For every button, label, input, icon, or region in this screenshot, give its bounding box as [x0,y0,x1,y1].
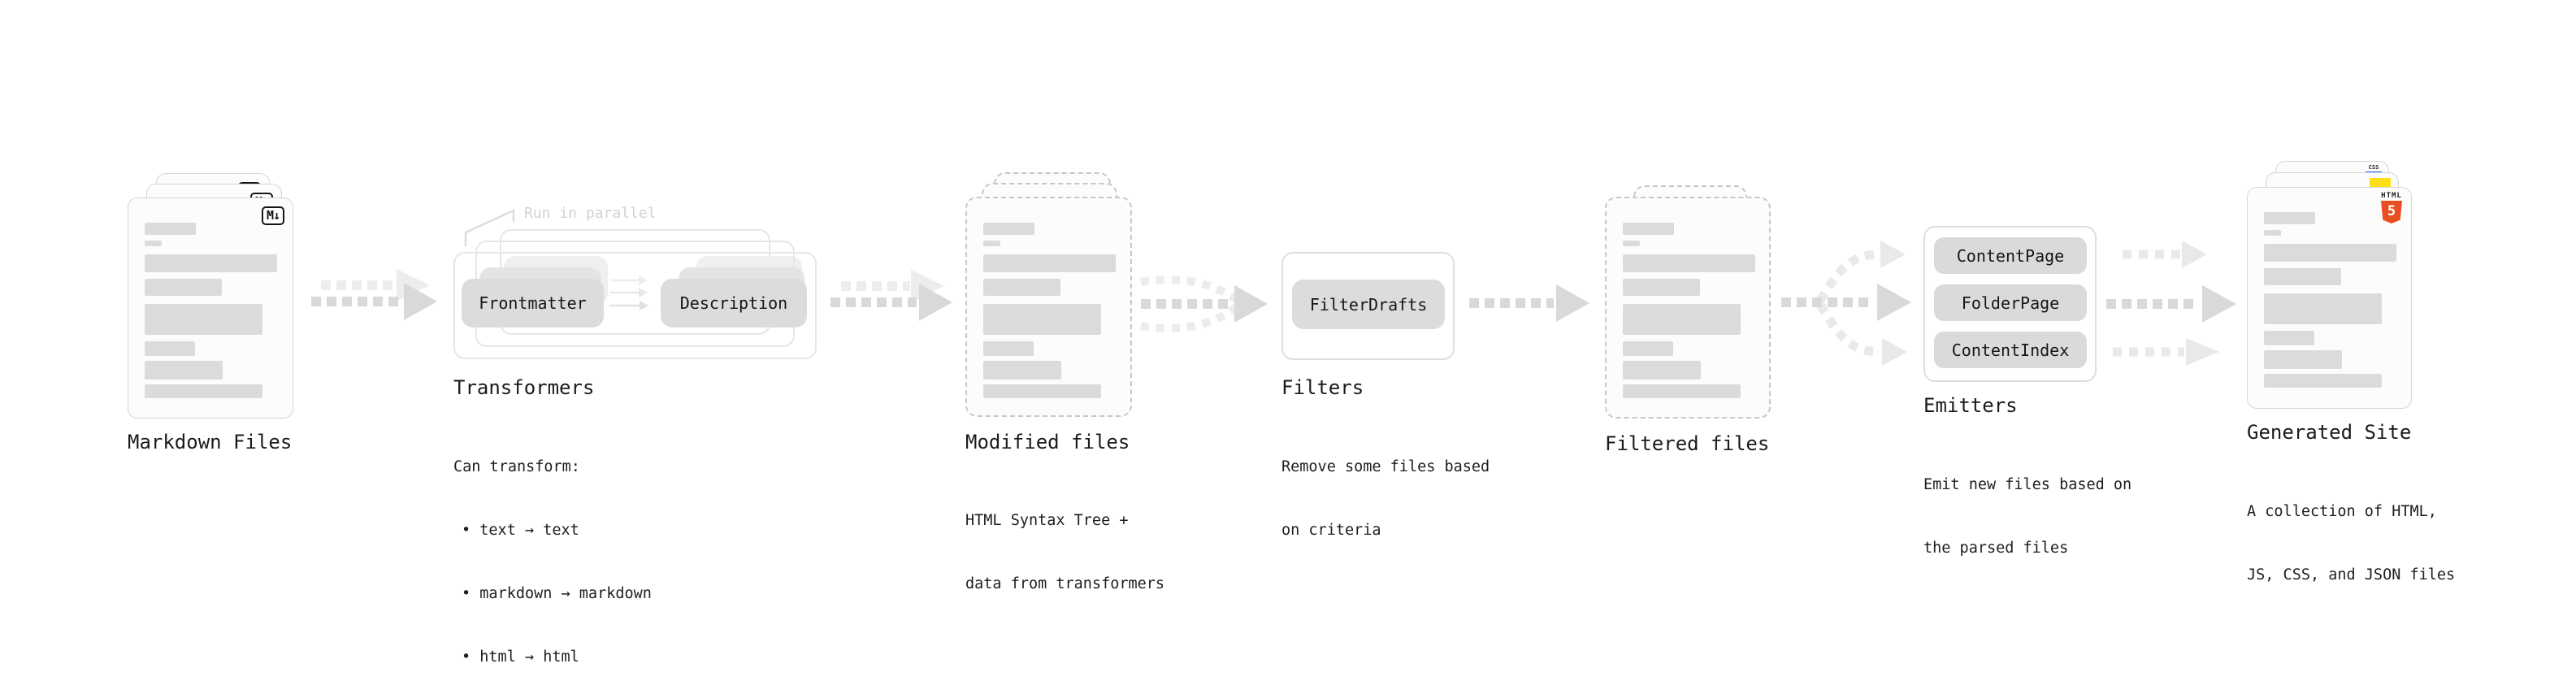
text-placeholder-bar [2264,374,2382,388]
caption-line: Can transform: [453,458,580,475]
generated-html-card: HTML 5 [2247,187,2412,409]
text-placeholder-bar [983,279,1060,296]
arrow-filters-to-filtered [1469,284,1589,322]
text-placeholder-bar [145,254,277,272]
emitters-caption: Emit new files based on the parsed files [1923,432,2131,601]
text-placeholder-bar [145,361,223,380]
text-placeholder-bar [145,241,162,246]
modified-files-title: Modified files [965,431,1130,453]
text-placeholder-bar [983,341,1034,356]
text-placeholder-bar [983,384,1101,398]
text-placeholder-bar [1623,223,1674,235]
css-label: CSS [2368,164,2379,171]
modified-file-card-front [965,197,1132,417]
caption-line: • markdown → markdown [462,585,652,602]
transformer-box-front [453,252,817,359]
text-placeholder-bar [2264,331,2314,345]
text-placeholder-bar [983,241,1000,246]
modified-files-caption: HTML Syntax Tree + data from transformer… [965,468,1164,637]
contentpage-pill: ContentPage [1934,237,2087,274]
html5-shield: 5 [2381,201,2402,223]
folderpage-pill: FolderPage [1934,284,2087,321]
text-placeholder-bar [983,223,1034,235]
caption-line: on criteria [1281,522,1381,539]
text-placeholder-bar [145,223,196,235]
caption-line: A collection of HTML, [2247,503,2437,520]
text-placeholder-bar [1623,304,1741,335]
filtered-files-title: Filtered files [1605,432,1770,455]
text-placeholder-bar [1623,361,1701,380]
text-placeholder-bar [1623,241,1640,246]
arrow-emitters-to-generated [2106,241,2236,366]
text-placeholder-bar [2264,268,2341,285]
transformers-title: Transformers [453,376,595,399]
generated-site-caption: A collection of HTML, JS, CSS, and JSON … [2247,459,2455,628]
transformers-caption: Can transform: • text → text • markdown … [453,414,652,681]
arrow-modified-to-filters [1140,275,1268,333]
text-placeholder-bar [145,384,262,398]
transformer-pill-arrows [609,275,648,310]
frontmatter-pill: Frontmatter [462,279,604,327]
markdown-icon: M↓ [261,206,284,225]
arrow-markdown-to-transformers [311,269,437,320]
run-in-parallel-leader-line [464,209,515,246]
caption-line: data from transformers [965,575,1165,592]
text-placeholder-bar [2264,212,2315,224]
caption-line: • html → html [462,648,579,666]
emitters-title: Emitters [1923,394,2018,417]
text-placeholder-bar [983,361,1061,380]
filters-caption: Remove some files based on criteria [1281,414,1490,583]
arrow-filtered-to-emitters [1781,241,1911,366]
filters-title: Filters [1281,376,1364,399]
text-placeholder-bar [983,304,1101,335]
caption-line: the parsed files [1923,540,2069,557]
text-placeholder-bar [983,254,1116,272]
text-placeholder-bar [1623,279,1700,296]
html5-word: HTML [2381,192,2402,200]
text-placeholder-bar [145,279,222,296]
html5-logo-icon: HTML 5 [2379,192,2404,223]
text-placeholder-bar [1623,384,1741,398]
caption-line: Emit new files based on [1923,476,2132,493]
description-pill: Description [661,279,807,327]
filterdrafts-pill: FilterDrafts [1292,280,1445,329]
run-in-parallel-label: Run in parallel [524,205,657,222]
contentindex-pill: ContentIndex [1934,332,2087,368]
caption-line: Remove some files based [1281,458,1490,475]
text-placeholder-bar [2264,350,2342,369]
text-placeholder-bar [145,304,262,335]
generated-site-title: Generated Site [2247,421,2412,444]
text-placeholder-bar [2264,230,2281,236]
js-file-icon [2370,178,2391,189]
caption-line: • text → text [462,522,579,539]
arrow-transformers-to-modified [830,270,952,321]
markdown-files-title: Markdown Files [128,431,293,453]
text-placeholder-bar [2264,293,2382,324]
caption-line: HTML Syntax Tree + [965,512,1129,529]
markdown-file-card-front: M↓ [128,197,293,419]
filtered-file-card-front [1605,197,1771,419]
text-placeholder-bar [1623,254,1755,272]
text-placeholder-bar [145,341,195,356]
caption-line: JS, CSS, and JSON files [2247,566,2456,583]
text-placeholder-bar [2264,244,2396,262]
text-placeholder-bar [1623,341,1673,356]
